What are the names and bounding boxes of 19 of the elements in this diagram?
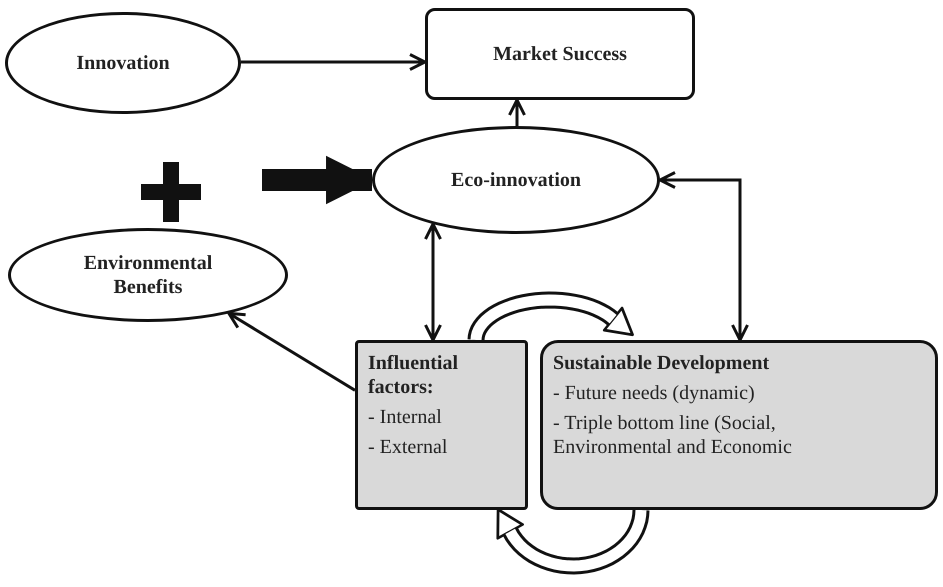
node-text: - Internal bbox=[368, 405, 443, 429]
process-box bbox=[540, 340, 938, 510]
process-box bbox=[355, 340, 528, 510]
arrow bbox=[241, 53, 426, 71]
node-title: Eco-innovation bbox=[450, 168, 582, 192]
node-text: - Future needs (dynamic) bbox=[553, 381, 756, 405]
node-text: - Triple bottom line (Social, Environmental and Economic bbox=[553, 411, 793, 459]
node-title: Market Success bbox=[493, 42, 627, 66]
node-title: Influential factors: bbox=[368, 351, 460, 399]
arrow bbox=[227, 312, 356, 392]
arrow bbox=[658, 171, 749, 342]
node-title: Innovation bbox=[76, 51, 170, 75]
node-title: Sustainable Development bbox=[553, 351, 770, 375]
arrow bbox=[424, 222, 442, 342]
node-title: Environmental Benefits bbox=[82, 251, 214, 299]
arrow bbox=[508, 98, 526, 126]
node-text: - External bbox=[368, 435, 448, 459]
block-arrow bbox=[262, 156, 374, 204]
rounded-box bbox=[425, 8, 695, 100]
